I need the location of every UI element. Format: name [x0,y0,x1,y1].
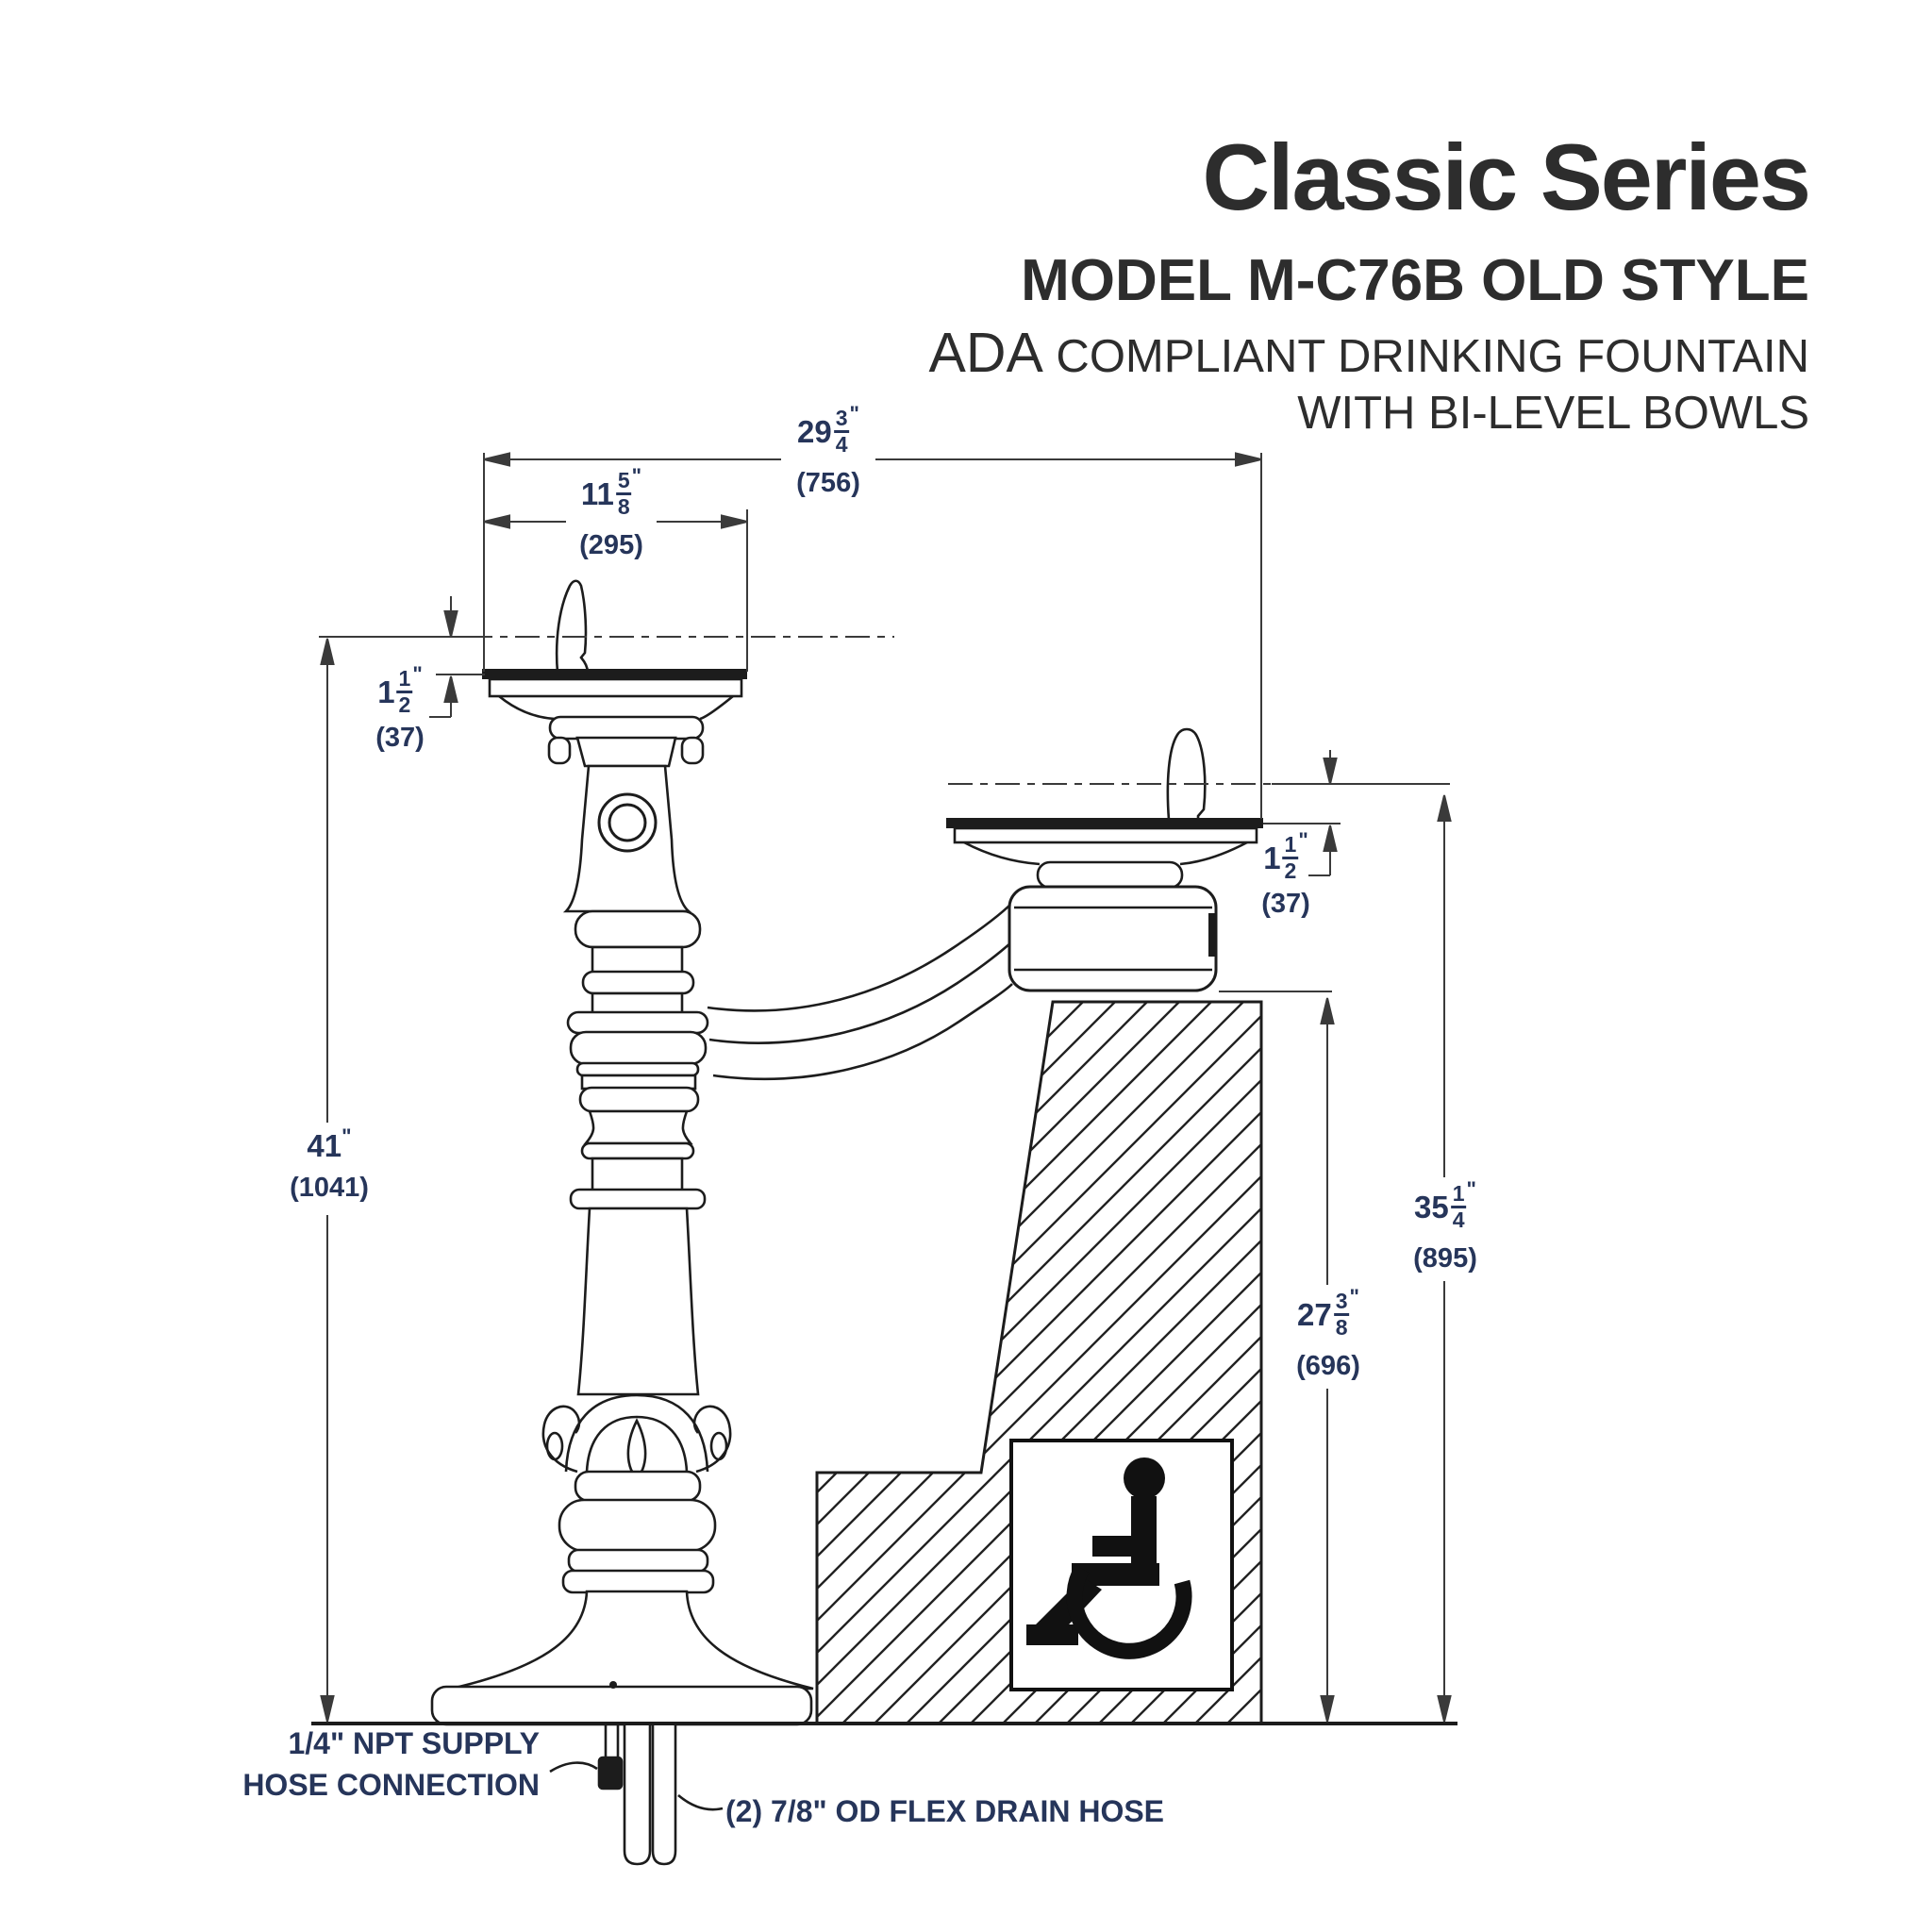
drain-leader-line [677,1794,724,1811]
supply-leader-line [549,1761,598,1774]
supply-note: 1/4" NPT SUPPLY HOSE CONNECTION [242,1723,540,1806]
accessibility-sign [1009,1439,1234,1691]
dim-overall-width-mm: (756) [796,467,860,498]
dim-low-rim-mm: (37) [1261,888,1310,919]
dim-high-rim-mm: (37) [375,722,425,753]
model-number: MODEL M-C76B OLD STYLE [1021,248,1809,313]
dim-overall-height-mm: (1041) [290,1173,369,1203]
dim-low-overall-height-mm: (895) [1413,1242,1477,1274]
bowls-subtitle: WITH BI-LEVEL BOWLS [1297,388,1809,439]
title-block: Classic Series MODEL M-C76B OLD STYLE AD… [928,125,1811,439]
connecting-arm [707,902,1013,1012]
supply-fitting [597,1756,624,1790]
ada-subtitle: ADA COMPLIANT DRINKING FOUNTAIN [928,325,1809,381]
series-title: Classic Series [1202,125,1811,229]
drain-note: (2) 7/8" OD FLEX DRAIN HOSE [725,1794,1165,1828]
ada-acronym: ADA [928,322,1043,384]
low-fountain [707,727,1263,1081]
ada-subtitle-rest: COMPLIANT DRINKING FOUNTAIN [1042,331,1809,382]
dim-overall-height-inches: 41 " [307,1124,352,1163]
drain-hose-1 [623,1724,652,1866]
leaf-capital [541,1393,732,1475]
supply-note-line1: 1/4" NPT SUPPLY [288,1726,540,1760]
drain-hose-2 [651,1724,677,1866]
dim-bowl-width-mm: (295) [579,529,643,560]
low-bubbler-icon [1166,727,1207,822]
dim-low-bowl-height-mm: (696) [1296,1350,1360,1381]
wheelchair-icon [1026,1457,1192,1659]
dimension-lines [319,452,1452,1723]
dim-overall-height: 41 " (1041) [290,1124,369,1203]
high-bubbler-icon [555,579,590,675]
supply-note-line2: HOSE CONNECTION [242,1768,540,1803]
high-fountain [430,579,814,1726]
plumbing [549,1724,724,1866]
